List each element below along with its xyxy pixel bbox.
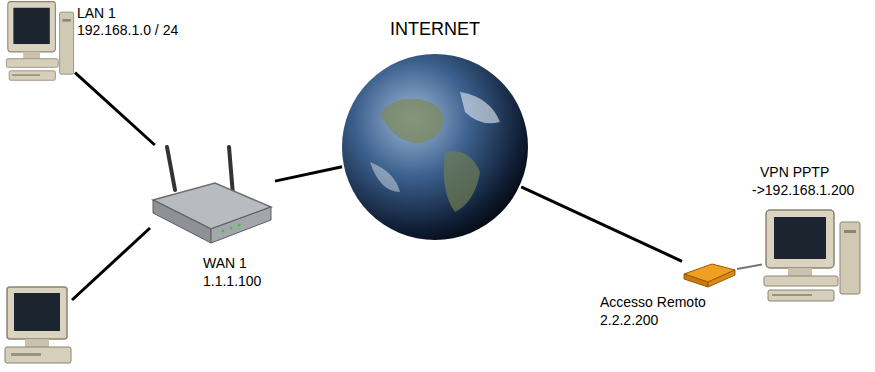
computer-icon — [5, 287, 71, 363]
remote-computer: VPN PPTP->192.168.1.200 — [762, 208, 862, 303]
node-address: 2.2.2.200 — [600, 312, 658, 329]
node-address: 192.168.1.0 / 24 — [77, 22, 178, 39]
node-label: INTERNET — [390, 18, 480, 40]
computer-icon — [5, 0, 75, 82]
node-address: 1.1.1.100 — [203, 273, 261, 290]
router-icon — [145, 145, 275, 245]
node-label: Accesso Remoto — [600, 294, 706, 311]
node-label: VPN PPTP — [760, 164, 829, 181]
network-link — [737, 265, 762, 270]
router: WAN 11.1.1.100 — [145, 145, 275, 245]
computer-icon — [762, 208, 862, 303]
network-link — [275, 167, 342, 181]
lan-cable — [72, 228, 150, 300]
node-label: WAN 1 — [203, 255, 247, 272]
node-label: LAN 1 — [77, 5, 116, 22]
lan-computer: LAN 1192.168.1.0 / 24 — [5, 0, 75, 82]
modem-icon — [682, 260, 737, 288]
network-link — [75, 73, 155, 145]
internet-globe: INTERNET — [340, 52, 530, 242]
network-link — [521, 187, 682, 261]
node-address: ->192.168.1.200 — [752, 182, 854, 199]
remote-modem: Accesso Remoto2.2.2.200 — [682, 260, 737, 288]
globe-icon — [340, 52, 530, 242]
